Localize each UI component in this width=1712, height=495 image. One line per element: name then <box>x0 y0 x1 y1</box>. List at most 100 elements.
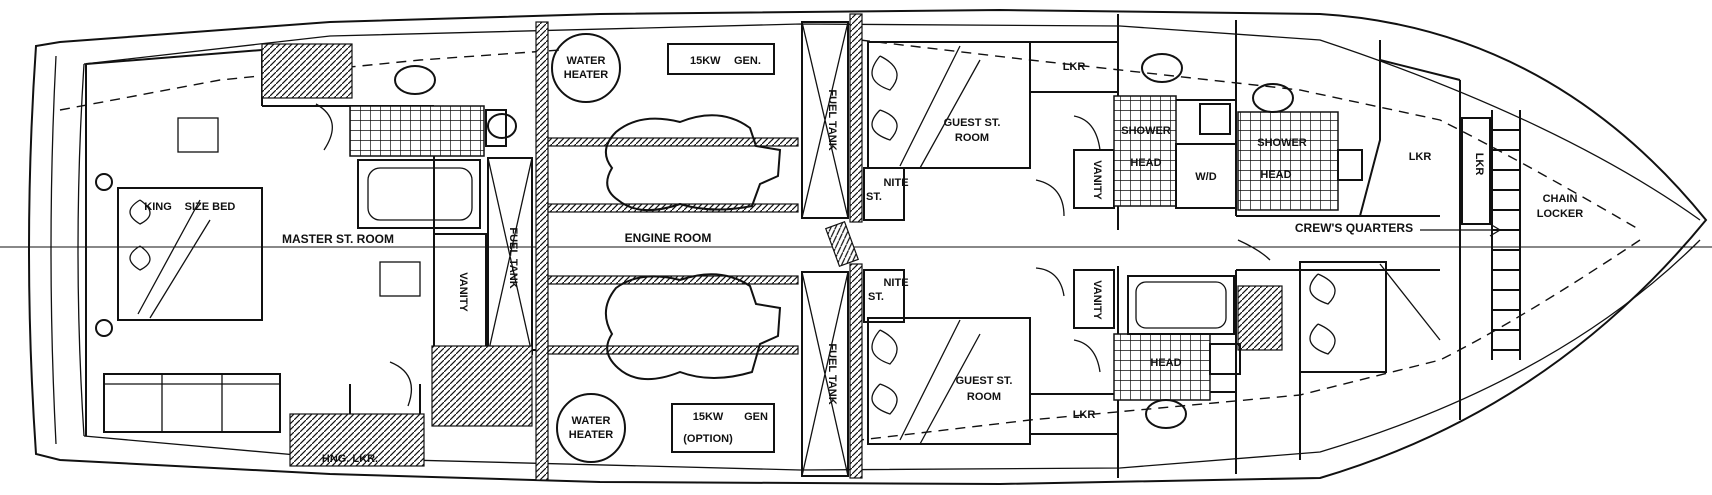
water-heater-top-symbol <box>551 33 621 103</box>
hull-inner-stern <box>77 63 85 437</box>
master-shower-tile <box>349 105 485 157</box>
toilet-fwd-2 <box>1337 149 1363 181</box>
svg-text:GEN: GEN <box>744 411 768 423</box>
fuel-tank-top <box>801 21 849 219</box>
engine-center-stair <box>824 221 860 267</box>
sink-fwd-bot <box>1145 399 1187 429</box>
lkr-small-box <box>1461 117 1491 225</box>
guest-bot-bed <box>867 317 1031 445</box>
door-swing-2 <box>389 361 413 407</box>
nite-stand-bot-label: NITE <box>883 277 908 289</box>
svg-text:GEN.: GEN. <box>734 55 761 67</box>
crews-quarters-label: CREW'S QUARTERS <box>1295 221 1413 235</box>
water-heater-bot-symbol <box>556 393 626 463</box>
engine-rail-top <box>547 137 799 147</box>
porthole-1 <box>95 173 113 191</box>
crew-walls <box>1236 40 1461 460</box>
head-bot-label: HEAD <box>1150 357 1181 369</box>
guest-top-label: GUEST ST. <box>944 117 1001 129</box>
master-grate-2 <box>379 261 421 297</box>
vanity-fwd-bot-box <box>1073 269 1115 329</box>
generator-top-box <box>667 43 775 75</box>
vanity-fwd-top-label: VANITY <box>1091 160 1103 200</box>
engine-rail-bot-2 <box>547 345 799 355</box>
hull-outer <box>28 8 1708 486</box>
fuel-tank-top-label: FUEL TANK <box>826 89 838 150</box>
sink-fwd-top-1 <box>1141 53 1183 83</box>
master-stateroom-label: MASTER ST. ROOM <box>282 232 394 246</box>
master-stairs <box>431 345 533 427</box>
sink-fwd-top-2 <box>1252 83 1294 113</box>
svg-text:ST.: ST. <box>866 191 882 203</box>
engine-rail-bot <box>547 275 799 285</box>
bulkhead-mid-top <box>849 13 863 223</box>
svg-text:SIZE BED: SIZE BED <box>185 201 236 213</box>
master-toilet <box>485 109 507 147</box>
generator-bot-box <box>671 403 775 453</box>
head-1-tile <box>1113 95 1177 207</box>
generator-top-label: 15KW <box>690 55 721 67</box>
master-grate-1 <box>177 117 219 153</box>
lkr-top-label: LKR <box>1063 61 1086 73</box>
head-1-label: HEAD <box>1130 157 1161 169</box>
fuel-tank-bot-label: FUEL TANK <box>826 343 838 404</box>
door-swing-4 <box>1035 267 1065 297</box>
svg-text:HEATER: HEATER <box>564 69 608 81</box>
svg-text:ROOM: ROOM <box>955 132 989 144</box>
door-swing-5 <box>1073 339 1101 373</box>
svg-text:HEATER: HEATER <box>569 429 613 441</box>
door-swing-3 <box>1035 179 1065 217</box>
lkr-small-label: LKR <box>1473 153 1485 176</box>
svg-text:ROOM: ROOM <box>967 391 1001 403</box>
hanging-locker-bot <box>289 413 425 467</box>
nite-stand-bot <box>863 269 905 323</box>
vanity-master-label: VANITY <box>457 272 469 312</box>
master-sink <box>394 65 436 95</box>
generator-option-label: (OPTION) <box>683 433 733 445</box>
wd-box <box>1175 143 1237 209</box>
guest-top-bed <box>867 41 1031 169</box>
guest-walls <box>1117 14 1237 478</box>
hull-deck-line-lower <box>83 239 1701 471</box>
water-heater-bot-label: WATER <box>572 415 611 427</box>
lkr-bot-label: LKR <box>1073 409 1096 421</box>
dashed-lower-deck <box>859 239 1641 441</box>
fuel-tank-mid-label: FUEL TANK <box>507 227 519 288</box>
hull-deck-line <box>83 23 1701 221</box>
crew-bed <box>1299 261 1387 373</box>
vanity-fwd-bot-label: VANITY <box>1091 280 1103 320</box>
water-heater-top-label: WATER <box>567 55 606 67</box>
door-swing-7 <box>1237 239 1271 261</box>
nite-stand-top-label: NITE <box>883 177 908 189</box>
master-tub <box>357 159 481 229</box>
guest-bot-label: GUEST ST. <box>956 375 1013 387</box>
toilet-fwd-1 <box>1199 103 1231 135</box>
toilet-fwd-3 <box>1209 343 1241 375</box>
engine-rail-top-2 <box>547 203 799 213</box>
lkr-fwd-label: LKR <box>1409 151 1432 163</box>
fuel-tank-bot <box>801 271 849 477</box>
hull-inner <box>50 55 57 445</box>
master-bed <box>117 187 263 321</box>
nite-stand-top <box>863 167 905 221</box>
engine-room-label: ENGINE ROOM <box>625 231 712 245</box>
wd-label: W/D <box>1195 171 1216 183</box>
shower-2-label: SHOWER <box>1257 137 1307 149</box>
engine-lower <box>605 273 782 381</box>
shower-1-label: SHOWER <box>1121 125 1171 137</box>
bulkhead-aft <box>535 21 549 481</box>
crew-arrow <box>1420 223 1502 237</box>
door-swing-1 <box>315 103 333 151</box>
svg-text:LOCKER: LOCKER <box>1537 208 1584 220</box>
bulkhead-mid-bot <box>849 263 863 479</box>
svg-text:ST.: ST. <box>868 291 884 303</box>
chain-locker-label: CHAIN <box>1543 193 1578 205</box>
engine-upper <box>605 114 782 212</box>
master-sofa <box>103 373 281 433</box>
head-2-tile <box>1237 111 1339 211</box>
head-2-label: HEAD <box>1260 169 1291 181</box>
porthole-2 <box>95 319 113 337</box>
tub-fwd <box>1127 275 1235 335</box>
door-swing-6 <box>1073 115 1101 151</box>
